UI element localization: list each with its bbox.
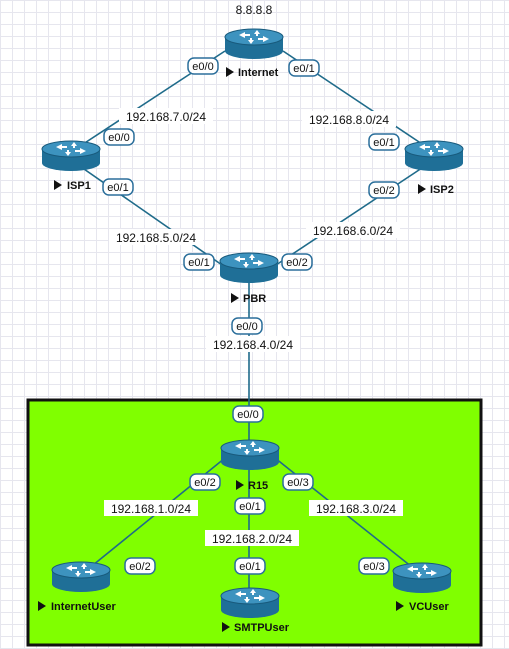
- port-label[interactable]: e0/1: [288, 59, 320, 77]
- network-labels: 192.168.7.0/24 192.168.8.0/24 192.168.5.…: [104, 108, 403, 546]
- port-label[interactable]: e0/1: [102, 178, 134, 196]
- internet-address: 8.8.8.8: [236, 3, 273, 17]
- play-triangle-icon[interactable]: [396, 601, 404, 611]
- play-triangle-icon[interactable]: [226, 67, 234, 77]
- router-icon: [224, 28, 284, 60]
- network-label: 192.168.3.0/24: [309, 500, 403, 516]
- link-isp1-pbr: [70, 159, 223, 266]
- router-internet[interactable]: 8.8.8.8 Internet: [224, 3, 284, 79]
- play-triangle-icon[interactable]: [54, 180, 62, 190]
- port-label[interactable]: e0/0: [231, 317, 263, 335]
- node-label: VCUser: [409, 601, 449, 613]
- port-label[interactable]: e0/2: [281, 253, 313, 271]
- network-text: 192.168.8.0/24: [309, 113, 389, 127]
- network-text: 192.168.1.0/24: [111, 502, 191, 516]
- node-label: PBR: [243, 293, 266, 305]
- svg-text:e0/1: e0/1: [293, 63, 314, 75]
- svg-text:e0/1: e0/1: [239, 561, 260, 573]
- node-label: R15: [248, 480, 268, 492]
- svg-text:e0/2: e0/2: [129, 561, 150, 573]
- router-icon: [404, 140, 464, 172]
- network-text: 192.168.6.0/24: [313, 224, 393, 238]
- port-label[interactable]: e0/1: [234, 497, 266, 515]
- router-icon: [41, 140, 101, 172]
- node-label: InternetUser: [51, 601, 117, 613]
- svg-text:e0/1: e0/1: [239, 501, 260, 513]
- svg-text:e0/2: e0/2: [194, 477, 215, 489]
- port-label[interactable]: e0/1: [183, 253, 215, 271]
- play-triangle-icon[interactable]: [231, 293, 239, 303]
- port-label[interactable]: e0/2: [124, 557, 156, 575]
- play-triangle-icon[interactable]: [222, 622, 230, 632]
- link-isp2-pbr: [275, 159, 435, 266]
- node-label: ISP1: [67, 180, 91, 192]
- network-label: 192.168.8.0/24: [302, 111, 396, 127]
- network-label: 192.168.7.0/24: [119, 108, 213, 124]
- port-labels: e0/0 e0/1 e0/0 e0/1 e0/1 e0/2 e0/1 e0/2: [102, 57, 400, 575]
- port-label[interactable]: e0/3: [282, 473, 314, 491]
- router-vcuser[interactable]: VCUser: [392, 562, 452, 613]
- network-label: 192.168.2.0/24: [205, 530, 299, 546]
- router-icon: [51, 561, 111, 593]
- router-r15[interactable]: R15: [220, 439, 280, 492]
- port-label[interactable]: e0/0: [187, 57, 219, 75]
- svg-text:e0/2: e0/2: [286, 257, 307, 269]
- router-icon: [392, 562, 452, 594]
- network-text: 192.168.7.0/24: [126, 110, 206, 124]
- port-label[interactable]: e0/2: [368, 181, 400, 199]
- network-text: 192.168.2.0/24: [212, 532, 292, 546]
- svg-text:e0/0: e0/0: [236, 321, 257, 333]
- router-icon: [220, 439, 280, 471]
- network-label: 192.168.6.0/24: [306, 222, 400, 238]
- play-triangle-icon[interactable]: [236, 480, 244, 490]
- network-text: 192.168.4.0/24: [213, 338, 293, 352]
- router-isp2[interactable]: ISP2: [404, 140, 464, 196]
- node-label: Internet: [238, 67, 279, 79]
- router-icon: [220, 587, 280, 619]
- port-label[interactable]: e0/2: [189, 473, 221, 491]
- svg-text:e0/1: e0/1: [107, 182, 128, 194]
- router-internetuser[interactable]: InternetUser: [38, 561, 117, 613]
- svg-text:e0/3: e0/3: [363, 561, 384, 573]
- node-label: SMTPUser: [234, 622, 290, 634]
- port-label[interactable]: e0/1: [234, 557, 266, 575]
- svg-text:e0/2: e0/2: [373, 185, 394, 197]
- port-label[interactable]: e0/1: [368, 133, 400, 151]
- svg-text:e0/1: e0/1: [373, 137, 394, 149]
- port-label[interactable]: e0/0: [103, 128, 135, 146]
- svg-text:e0/0: e0/0: [192, 61, 213, 73]
- router-icon: [219, 252, 279, 284]
- play-triangle-icon[interactable]: [38, 601, 46, 611]
- router-isp1[interactable]: ISP1: [41, 140, 101, 192]
- router-pbr[interactable]: PBR: [219, 252, 279, 305]
- network-label: 192.168.5.0/24: [109, 229, 203, 245]
- network-label: 192.168.4.0/24: [206, 336, 300, 352]
- svg-text:e0/0: e0/0: [237, 409, 258, 421]
- svg-text:e0/0: e0/0: [108, 132, 129, 144]
- network-label: 192.168.1.0/24: [104, 500, 198, 516]
- network-text: 192.168.5.0/24: [116, 231, 196, 245]
- router-smtpuser[interactable]: SMTPUser: [220, 587, 290, 634]
- svg-text:e0/3: e0/3: [287, 477, 308, 489]
- port-label[interactable]: e0/3: [358, 557, 390, 575]
- svg-text:e0/1: e0/1: [188, 257, 209, 269]
- port-label[interactable]: e0/0: [232, 405, 264, 423]
- network-text: 192.168.3.0/24: [316, 502, 396, 516]
- node-label: ISP2: [430, 184, 454, 196]
- play-triangle-icon[interactable]: [418, 184, 426, 194]
